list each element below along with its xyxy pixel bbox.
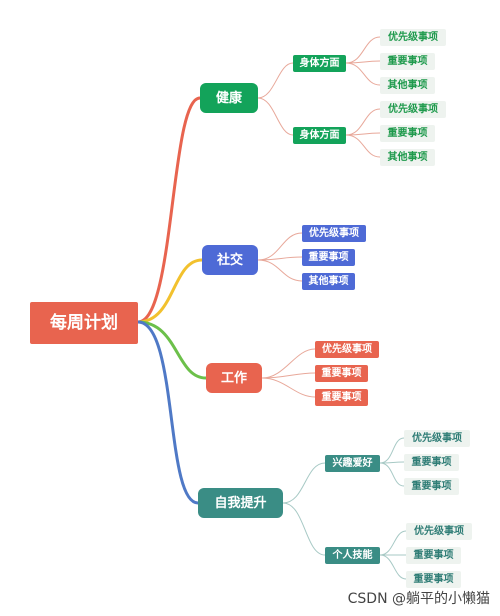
growth-g2-item-3: 重要事项 — [406, 571, 461, 588]
link-work-i2 — [261, 372, 316, 379]
social-item-1: 优先级事项 — [302, 225, 366, 242]
link-social-i2 — [257, 256, 303, 261]
link-social-i1 — [257, 232, 303, 261]
link-work-i3 — [261, 377, 316, 398]
watermark-text: CSDN @躺平的小懒猫 — [347, 591, 490, 607]
link-root-work — [137, 320, 207, 380]
link-health-g1-i1 — [345, 36, 381, 64]
growth-group-2: 个人技能 — [325, 547, 380, 564]
branch-health: 健康 — [200, 83, 258, 113]
link-health-g1-i3 — [345, 62, 381, 86]
link-health-g1 — [257, 62, 294, 99]
link-growth-g2 — [282, 502, 326, 556]
health-group-1: 身体方面 — [293, 55, 346, 72]
growth-g1-item-2: 重要事项 — [404, 454, 459, 471]
work-item-1: 优先级事项 — [315, 341, 379, 358]
link-root-growth — [137, 320, 199, 505]
link-growth-g2-i1 — [379, 530, 407, 556]
work-item-2: 重要事项 — [315, 365, 368, 382]
link-health-g2-i3 — [345, 134, 381, 158]
branch-social: 社交 — [202, 245, 258, 275]
root-node: 每周计划 — [30, 302, 138, 344]
growth-g1-item-1: 优先级事项 — [404, 430, 470, 447]
link-growth-g1 — [282, 462, 326, 504]
link-health-g2 — [257, 97, 294, 136]
branch-growth: 自我提升 — [198, 488, 283, 518]
link-social-i3 — [257, 259, 303, 282]
link-growth-g2-i3 — [379, 554, 407, 580]
social-item-2: 重要事项 — [302, 249, 355, 266]
health-g2-item-1: 优先级事项 — [380, 101, 446, 118]
health-g1-item-1: 优先级事项 — [380, 29, 446, 46]
link-work-i1 — [261, 348, 316, 379]
health-g2-item-2: 重要事项 — [380, 125, 435, 142]
growth-g2-item-2: 重要事项 — [406, 547, 461, 564]
branch-work: 工作 — [206, 363, 262, 393]
link-growth-g1-i3 — [379, 462, 405, 487]
health-g2-item-3: 其他事项 — [380, 149, 435, 166]
health-g1-item-2: 重要事项 — [380, 53, 435, 70]
work-item-3: 重要事项 — [315, 389, 368, 406]
social-item-3: 其他事项 — [302, 273, 355, 290]
health-g1-item-3: 其他事项 — [380, 77, 435, 94]
link-health-g2-i1 — [345, 108, 381, 136]
link-root-social — [137, 258, 203, 324]
growth-g2-item-1: 优先级事项 — [406, 523, 472, 540]
growth-g1-item-3: 重要事项 — [404, 478, 459, 495]
health-group-2: 身体方面 — [293, 127, 346, 144]
growth-group-1: 兴趣爱好 — [325, 455, 380, 472]
link-root-health — [137, 96, 201, 324]
link-growth-g1-i1 — [379, 437, 405, 464]
